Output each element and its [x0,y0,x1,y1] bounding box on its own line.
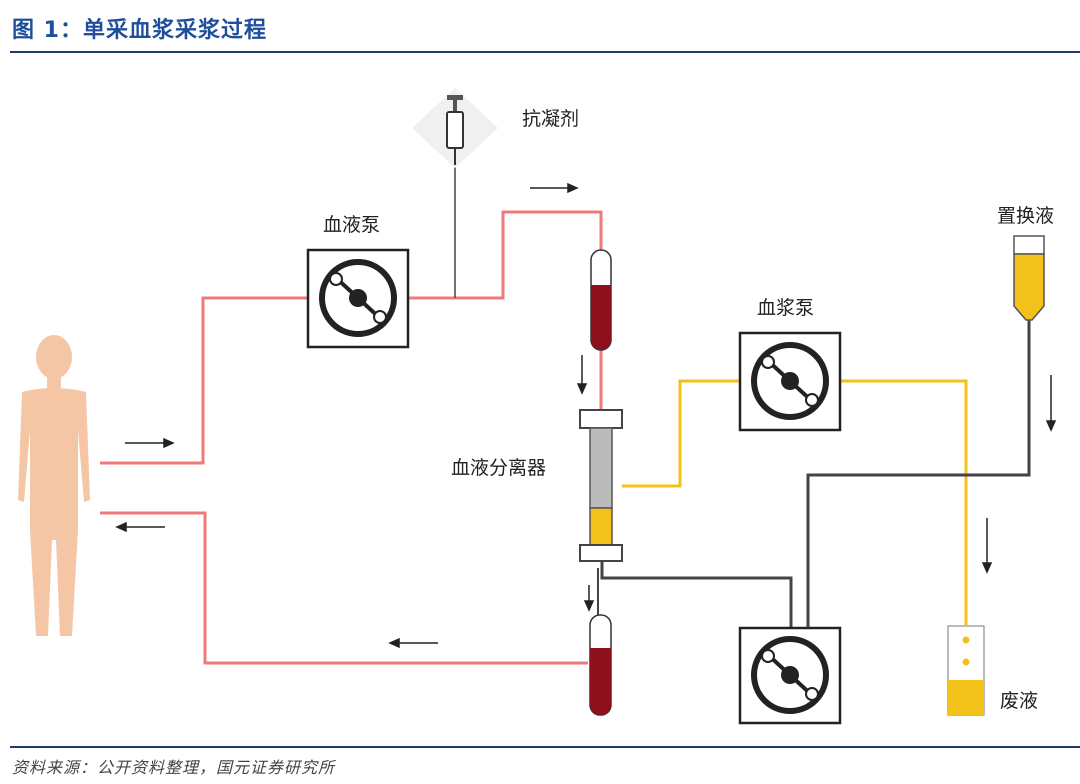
flow-arrows [115,182,1057,649]
blood-to-separator-line [408,210,603,300]
replacement-fluid-bag-icon [1013,235,1045,321]
figure-title: 图 1：单采血浆采浆过程 [12,18,267,43]
arrow-left-icon [115,521,165,533]
blood-separator-icon [579,409,623,562]
arrow-down-icon [583,585,595,612]
blood-return-line [100,511,588,665]
replacement-line [806,320,1031,628]
separator-label: 血液分离器 [451,457,547,479]
upper-blood-tube-icon [590,249,612,351]
separator-return-line [600,560,793,628]
arrow-right-icon [125,437,175,449]
waste-fluid-label: 废液 [1000,690,1039,712]
syringe-icon [412,88,498,168]
arrow-down-icon [1045,375,1057,432]
blood-outflow-line [100,296,308,465]
arrow-down-icon [576,355,588,395]
return-pump-icon [738,626,842,725]
dark-lines [600,320,1031,628]
top-rule [10,51,1080,53]
human-figure-icon [18,335,90,636]
blood-pump-icon [306,248,410,349]
plasma-out-line [622,379,740,488]
lower-blood-tube-icon [589,614,612,716]
arrow-down-icon [981,518,993,574]
waste-container-icon [947,625,985,716]
blood-pump-label: 血液泵 [323,214,381,236]
replacement-fluid-label: 置换液 [997,205,1055,227]
source-note: 资料来源：公开资料整理，国元证券研究所 [12,758,336,777]
blood-lines [100,210,603,665]
plasma-to-waste-line [840,379,968,625]
arrow-right-icon [530,182,579,194]
arrow-left-icon [388,637,438,649]
plasma-pump-label: 血浆泵 [757,297,815,319]
plasma-lines [622,379,968,625]
anticoagulant-label: 抗凝剂 [522,108,580,130]
bottom-rule [10,746,1080,748]
plasma-pump-icon [738,331,842,432]
